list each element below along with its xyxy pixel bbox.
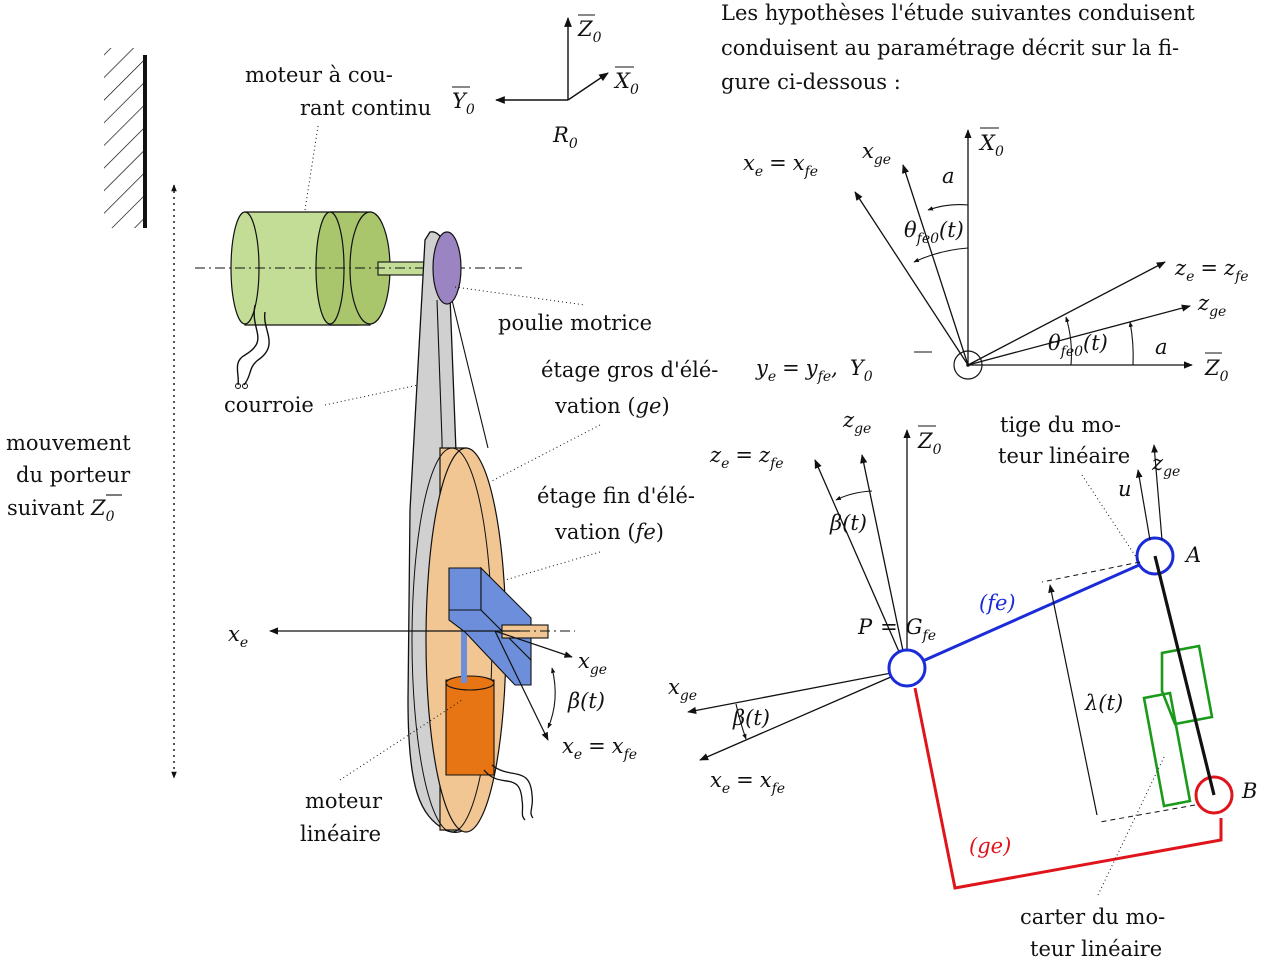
svg-text:B: B: [1241, 779, 1257, 803]
xe-arrow-left: [494, 630, 549, 741]
svg-text:teur linéaire: teur linéaire: [998, 444, 1130, 468]
dc-motor: [230, 211, 437, 389]
header-text: Les hypothèses l'étude suivantes conduis…: [721, 1, 1195, 94]
drive-pulley: [432, 231, 462, 305]
movement-label: mouvement du porteur suivant Z0: [6, 431, 131, 525]
svg-text:β(t): β(t): [567, 689, 605, 713]
svg-text:a: a: [1155, 335, 1168, 359]
svg-text:étage fin d'élé-: étage fin d'élé-: [537, 484, 695, 508]
ye-label-left: xe: [228, 622, 248, 651]
svg-text:linéaire: linéaire: [300, 822, 381, 846]
z0-label: Z0: [577, 17, 602, 46]
svg-text:ze=zfe: ze=zfe: [709, 443, 784, 472]
svg-text:courroie: courroie: [224, 393, 314, 417]
svg-text:ye=yfe,Y0: ye=yfe,Y0: [755, 356, 873, 385]
wall: [104, 40, 147, 228]
svg-text:a: a: [942, 164, 955, 188]
svg-text:vation (fe): vation (fe): [554, 520, 664, 544]
svg-text:vation (ge): vation (ge): [554, 394, 670, 418]
header-line-1: conduisent au paramétrage décrit sur la …: [721, 36, 1179, 60]
xge-arrow-left: [494, 630, 573, 658]
svg-text:teur linéaire: teur linéaire: [1030, 937, 1162, 961]
fine-stage-block: [448, 566, 549, 686]
r0-label: R0: [552, 123, 578, 152]
angle-diagram-top: a θfe0(t) θfe0(t) a X0 xge xe=xfe ze=zfe…: [743, 127, 1249, 385]
svg-text:du porteur: du porteur: [16, 463, 131, 487]
svg-text:zge: zge: [842, 408, 871, 437]
svg-text:xe=xfe: xe=xfe: [743, 151, 818, 180]
svg-text:zge: zge: [1197, 291, 1226, 320]
svg-text:β(t): β(t): [732, 706, 770, 730]
mechanism-schematic: Z0 zge ze=zfe β(t) xge β(t) xe=xfe P=Gfe…: [668, 408, 1257, 890]
left-axis-labels: xge β(t) xe=xfe: [562, 649, 637, 763]
svg-text:X0: X0: [978, 131, 1004, 160]
svg-text:suivant Z0: suivant Z0: [7, 496, 115, 525]
svg-text:étage gros d'élé-: étage gros d'élé-: [541, 358, 718, 382]
svg-text:poulie motrice: poulie motrice: [498, 311, 652, 335]
svg-text:xge: xge: [862, 139, 891, 168]
svg-text:(ge): (ge): [969, 834, 1011, 858]
svg-text:θfe0(t): θfe0(t): [1048, 331, 1108, 360]
svg-text:tige du mo-: tige du mo-: [1000, 413, 1121, 437]
y0-label: Y0: [452, 89, 475, 118]
svg-text:P=Gfe: P=Gfe: [857, 615, 936, 644]
left-labels: moteur à cou- rant continu poulie motric…: [224, 63, 718, 846]
svg-text:xge: xge: [578, 649, 607, 678]
header-line-0: Les hypothèses l'étude suivantes conduis…: [721, 1, 1195, 25]
frame-r0: Z0 X0 Y0 R0: [452, 14, 639, 152]
svg-text:mouvement: mouvement: [6, 431, 131, 455]
x0-label: X0: [613, 69, 639, 98]
svg-text:rant continu: rant continu: [300, 96, 431, 120]
svg-text:moteur à cou-: moteur à cou-: [245, 63, 393, 87]
svg-text:xe=xfe: xe=xfe: [562, 734, 637, 763]
svg-text:xe=xfe: xe=xfe: [710, 768, 785, 797]
svg-text:moteur: moteur: [305, 789, 383, 813]
svg-text:Z0: Z0: [1204, 356, 1229, 385]
header-line-2: gure ci-dessous :: [721, 70, 901, 94]
svg-text:u: u: [1118, 477, 1132, 501]
svg-text:θfe0(t): θfe0(t): [904, 218, 964, 247]
schematic-labels: tige du mo- teur linéaire carter du mo- …: [998, 413, 1166, 961]
svg-text:carter du mo-: carter du mo-: [1020, 905, 1165, 929]
svg-text:λ(t): λ(t): [1084, 691, 1123, 715]
svg-text:β(t): β(t): [829, 511, 867, 535]
svg-text:A: A: [1184, 543, 1201, 567]
svg-text:Z0: Z0: [917, 429, 942, 458]
svg-text:xge: xge: [668, 675, 697, 704]
svg-text:(fe): (fe): [979, 591, 1016, 615]
svg-text:zge: zge: [1151, 451, 1180, 480]
svg-text:ze=zfe: ze=zfe: [1174, 256, 1249, 285]
